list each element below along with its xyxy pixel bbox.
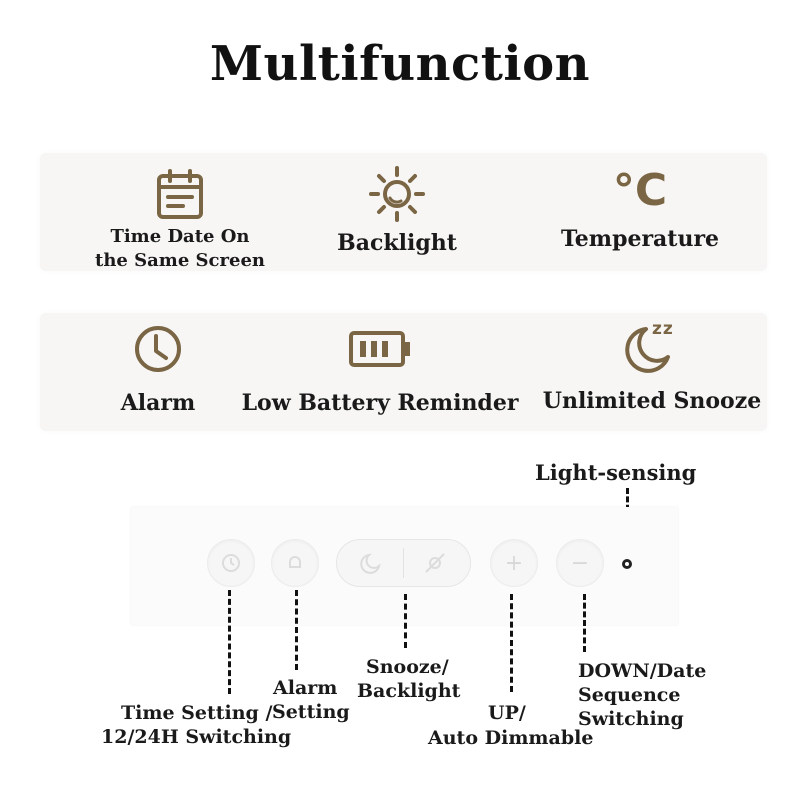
down-leader-line <box>583 594 586 652</box>
alarm-icon <box>289 556 301 568</box>
light-sensor <box>622 559 632 569</box>
pill-divider <box>403 548 404 578</box>
features-panel-top: Time Date On the Same Screen Backlight °… <box>40 153 767 271</box>
feature-label: Backlight <box>337 230 457 256</box>
moon-icon <box>360 553 381 574</box>
feature-time-date: Time Date On the Same Screen <box>80 169 280 273</box>
down-label-line2: Sequence <box>578 684 681 706</box>
sun-icon <box>425 553 445 573</box>
time-setting-leader-line <box>228 590 231 694</box>
clock-icon <box>135 326 181 372</box>
feature-label: Unlimited Snooze <box>542 388 762 414</box>
time-setting-label-line1: Time Setting / <box>121 702 273 724</box>
light-sensing-label: Light-sensing <box>535 460 697 485</box>
alarm-label-line1: Alarm <box>273 677 338 699</box>
up-leader-line <box>510 594 513 692</box>
feature-label-line1: Time Date On <box>110 226 250 247</box>
sun-icon <box>369 166 425 222</box>
feature-label-line2: the Same Screen <box>95 250 265 271</box>
alarm-leader-line <box>295 590 298 670</box>
alarm-label-line2: Setting <box>272 701 350 723</box>
time-setting-button[interactable] <box>207 539 255 587</box>
up-button[interactable]: + <box>490 539 538 587</box>
calendar-icon <box>157 169 203 219</box>
feature-low-battery: Low Battery Reminder <box>235 323 525 417</box>
moon-zz-icon: zz <box>622 319 682 377</box>
down-label-line1: DOWN/Date <box>578 660 707 682</box>
celsius-icon: °C <box>612 165 668 216</box>
snooze-label-line2: Backlight <box>357 680 461 702</box>
feature-temperature: °C Temperature <box>540 165 740 253</box>
time-setting-label-line2: 12/24H Switching <box>101 726 292 748</box>
page-title: Multifunction <box>209 36 591 92</box>
feature-label: Low Battery Reminder <box>241 390 519 416</box>
down-button[interactable]: − <box>556 539 604 587</box>
feature-backlight: Backlight <box>312 165 482 257</box>
feature-label: Alarm <box>120 390 196 416</box>
feature-label: Temperature <box>560 226 720 252</box>
feature-unlimited-snooze: zz Unlimited Snooze <box>537 319 767 415</box>
feature-alarm: Alarm <box>108 323 208 417</box>
snooze-leader-line <box>404 594 407 648</box>
up-label-line2: Auto Dimmable <box>428 727 594 749</box>
down-label-line3: Switching <box>578 708 684 730</box>
up-label-line1: UP/ <box>488 702 526 724</box>
snooze-label-line1: Snooze/ <box>366 656 449 678</box>
alarm-setting-button[interactable] <box>271 539 319 587</box>
snooze-backlight-button[interactable] <box>336 539 471 587</box>
features-panel-bottom: Alarm Low Battery Reminder zz Unlimited … <box>40 313 767 431</box>
battery-icon <box>349 331 410 367</box>
clock-icon <box>222 554 240 572</box>
zz-text: zz <box>652 319 674 339</box>
